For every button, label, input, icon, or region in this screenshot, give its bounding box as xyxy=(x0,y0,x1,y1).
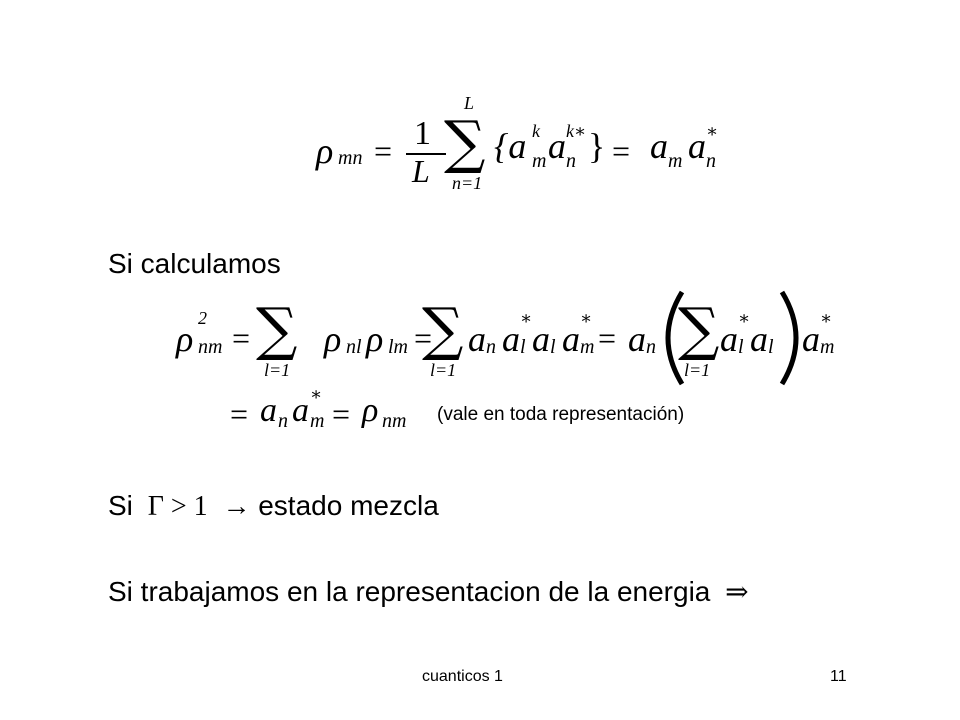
density-matrix-equation: ρ mn = 1 L L ∑ n=1 {a m k a n k∗ } = a m… xyxy=(316,93,719,193)
energy-text: Si trabajamos en la representacion de la… xyxy=(108,576,711,607)
heading-si-calculamos: Si calculamos xyxy=(108,248,281,279)
rho-squared-equation: ρ 2 nm = ∑ l=1 ρ nl ρ lm = ∑ l=1 a n a ∗… xyxy=(176,288,856,388)
footer-left: cuanticos 1 xyxy=(422,668,503,685)
page-number: 11 xyxy=(830,668,847,685)
implies-icon: ⇒ xyxy=(718,577,749,608)
mix-prefix: Si xyxy=(108,490,133,521)
mix-suffix: estado mezcla xyxy=(258,490,439,521)
left-paren-icon xyxy=(665,290,685,386)
energy-line: Si trabajamos en la representacion de la… xyxy=(108,575,749,609)
note-text: (vale en toda representación) xyxy=(437,404,685,425)
arrow-right-icon: → xyxy=(222,490,251,521)
right-paren-icon xyxy=(779,290,799,386)
mixed-state-line: Si Γ > 1 → estado mezcla xyxy=(108,490,439,522)
result-equation: = a n a ∗ m = ρ nm xyxy=(230,384,407,432)
